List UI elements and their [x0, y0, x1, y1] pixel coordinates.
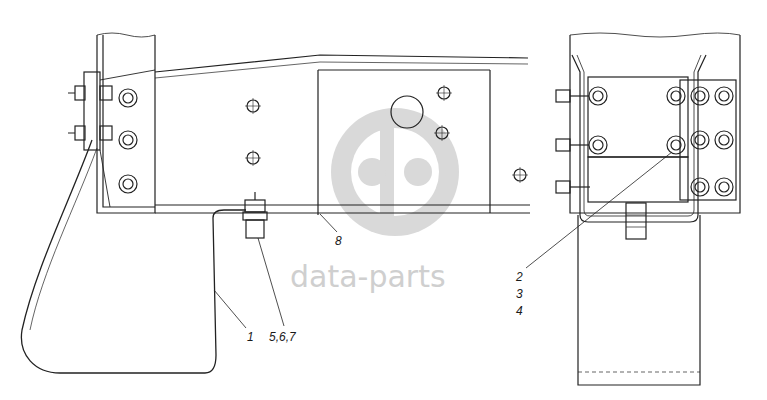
callout-number: 5,6,7 [268, 330, 297, 344]
watermark-logo [331, 108, 459, 236]
callout-number: 3 [515, 287, 524, 301]
watermark-text: data-parts [290, 260, 446, 294]
callout-number: 4 [515, 304, 524, 318]
callout-number: 1 [246, 330, 255, 344]
callout-number: 8 [334, 234, 343, 248]
callout-number: 2 [515, 270, 524, 284]
